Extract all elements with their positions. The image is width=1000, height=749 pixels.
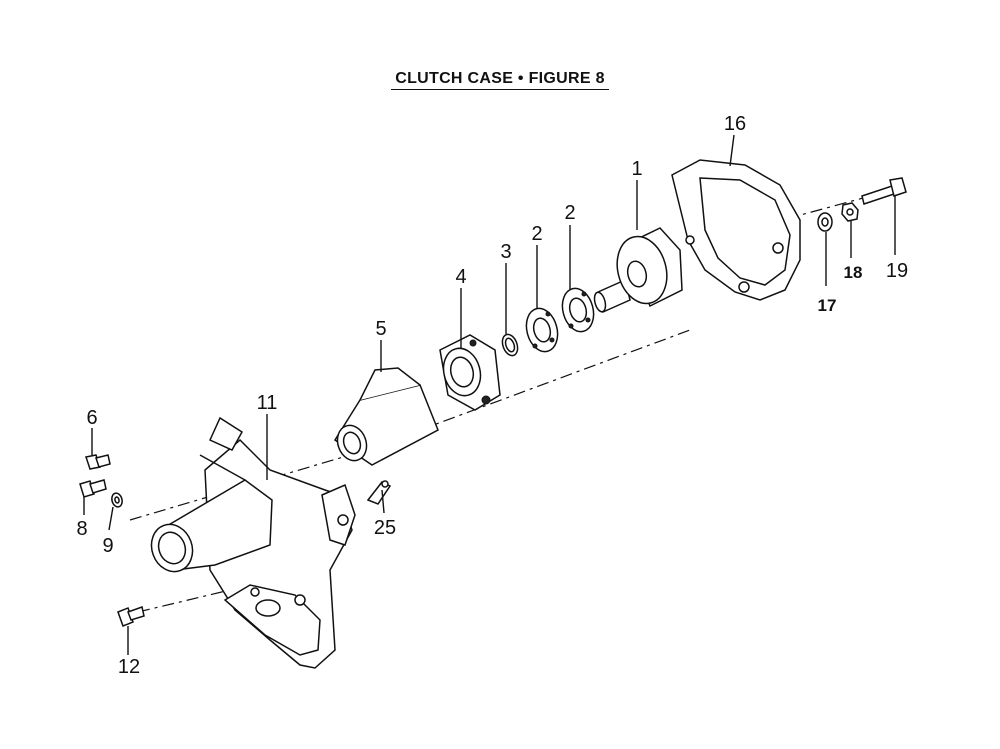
label-25: 25 xyxy=(374,517,396,539)
part-3-circlip xyxy=(501,333,519,357)
part-11-clutch-case xyxy=(150,416,356,669)
part-18-nut xyxy=(841,202,859,222)
label-5: 5 xyxy=(375,318,386,340)
part-8-bolt xyxy=(79,479,107,498)
label-3: 3 xyxy=(500,241,511,263)
label-6: 6 xyxy=(86,407,97,429)
part-2-bearing-a xyxy=(525,307,559,353)
assembly-axis-mid xyxy=(419,329,691,431)
part-16-cover xyxy=(671,159,801,301)
label-9: 9 xyxy=(102,535,113,557)
leader-lines xyxy=(83,134,896,655)
bolt-12-axis xyxy=(137,589,231,613)
label-4: 4 xyxy=(455,266,466,288)
figure-title: CLUTCH CASE • FIGURE 8 xyxy=(0,70,1000,90)
label-12: 12 xyxy=(118,656,140,678)
figure-title-text: CLUTCH CASE • FIGURE 8 xyxy=(391,70,609,90)
label-16: 16 xyxy=(724,113,746,135)
label-2-a: 2 xyxy=(564,202,575,224)
part-17-washer xyxy=(817,212,833,232)
label-1: 1 xyxy=(631,158,642,180)
part-6-bolt xyxy=(85,454,111,470)
label-17: 17 xyxy=(818,296,837,315)
label-2-b: 2 xyxy=(531,223,542,245)
label-19: 19 xyxy=(886,260,908,282)
part-5 xyxy=(333,367,439,466)
part-1-clutch-drum xyxy=(593,227,683,314)
label-8: 8 xyxy=(76,518,87,540)
label-11: 11 xyxy=(257,392,278,414)
part-2-bearing-b xyxy=(561,287,595,333)
part-25-clip xyxy=(366,480,392,505)
part-4 xyxy=(439,334,501,411)
label-18: 18 xyxy=(844,263,863,282)
part-19-bolt xyxy=(861,177,907,205)
part-12-bolt xyxy=(117,606,145,627)
part-9-washer xyxy=(111,492,123,508)
